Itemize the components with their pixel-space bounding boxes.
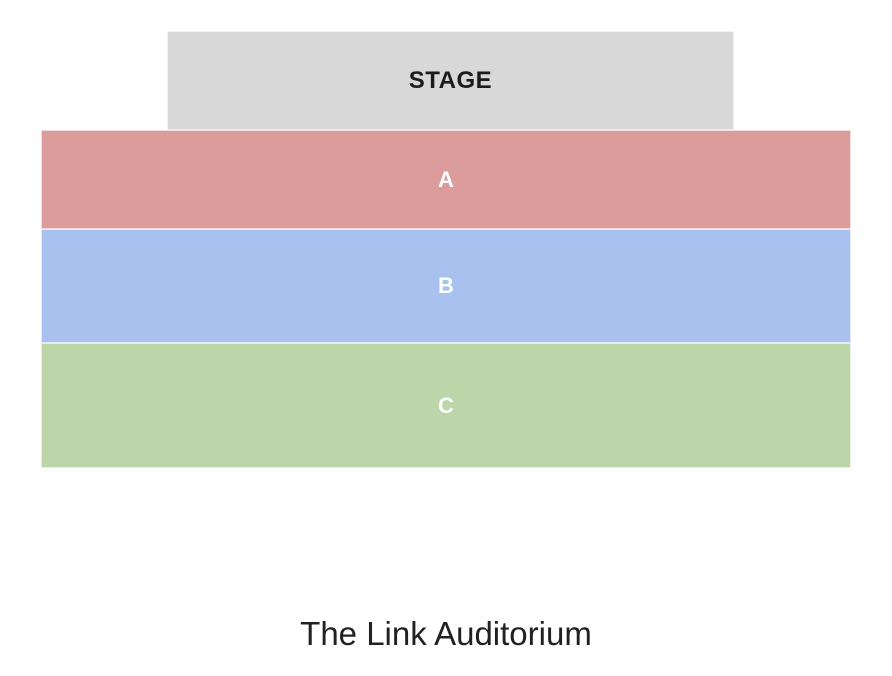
section-c-label: C: [438, 392, 454, 418]
stage-label: STAGE: [408, 66, 493, 94]
seating-section-a[interactable]: A: [41, 130, 851, 229]
section-b-label: B: [438, 273, 454, 298]
seating-section-b[interactable]: B: [41, 229, 851, 343]
venue-name: The Link Auditorium: [300, 615, 592, 652]
section-a-label: A: [438, 166, 454, 192]
seating-section-c[interactable]: C: [41, 343, 851, 468]
stage-block: STAGE: [167, 31, 734, 130]
